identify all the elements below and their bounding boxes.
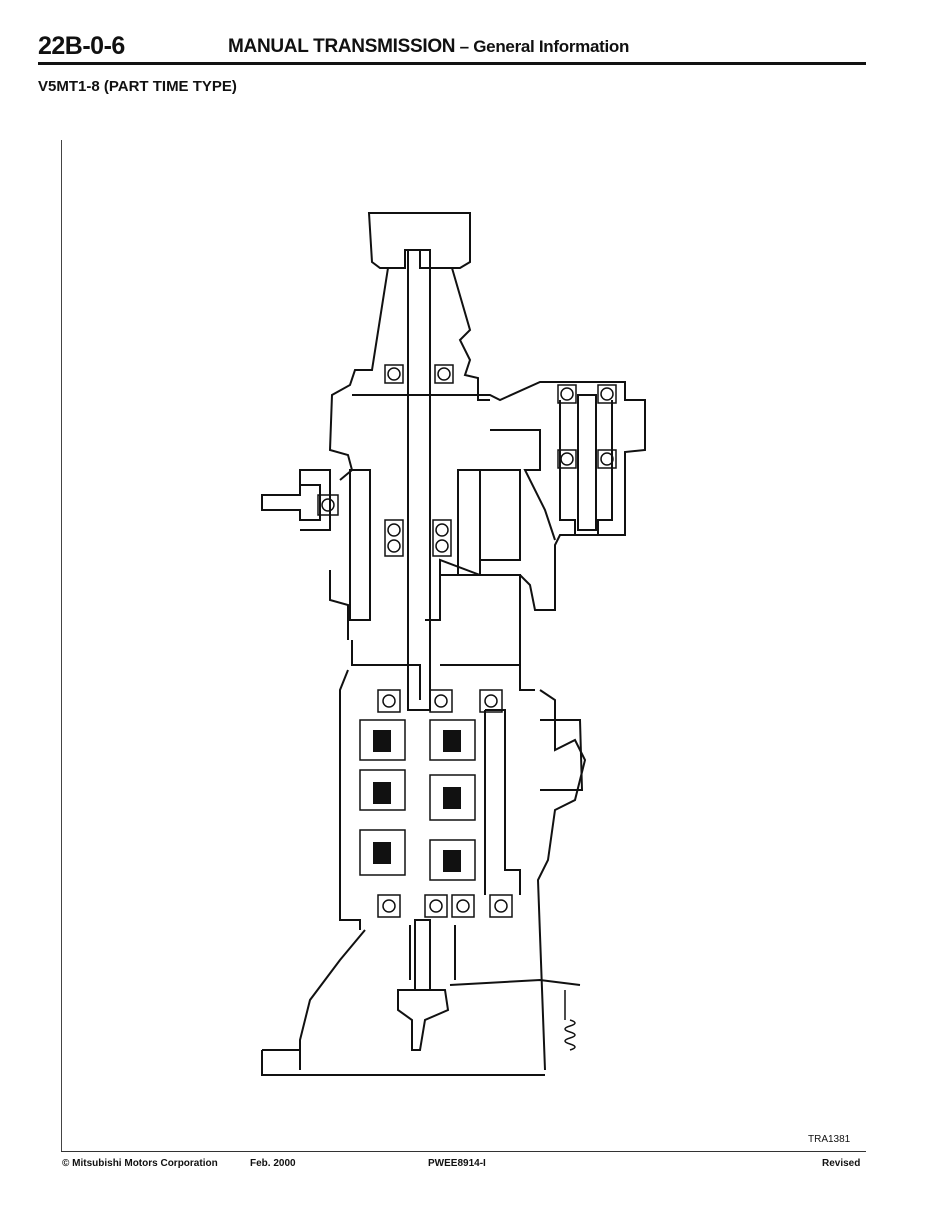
page-title-sub: General Information [473,37,630,56]
figure-frame-left [61,140,62,1152]
section-title: V5MT1-8 (PART TIME TYPE) [38,78,237,95]
figure-id: TRA1381 [808,1134,851,1145]
footer-date: Feb. 2000 [250,1158,296,1169]
footer-status: Revised [822,1158,861,1169]
page-number: 22B-0-6 [38,32,125,60]
page-title: MANUAL TRANSMISSION – General Informatio… [228,36,629,58]
header-rule [38,62,866,65]
page-title-main: MANUAL TRANSMISSION [228,36,456,57]
footer-doc-code: PWEE8914-I [428,1158,486,1169]
figure-frame-bottom [61,1151,866,1152]
title-separator: – [455,37,474,56]
footer-copyright: © Mitsubishi Motors Corporation [62,1158,218,1169]
